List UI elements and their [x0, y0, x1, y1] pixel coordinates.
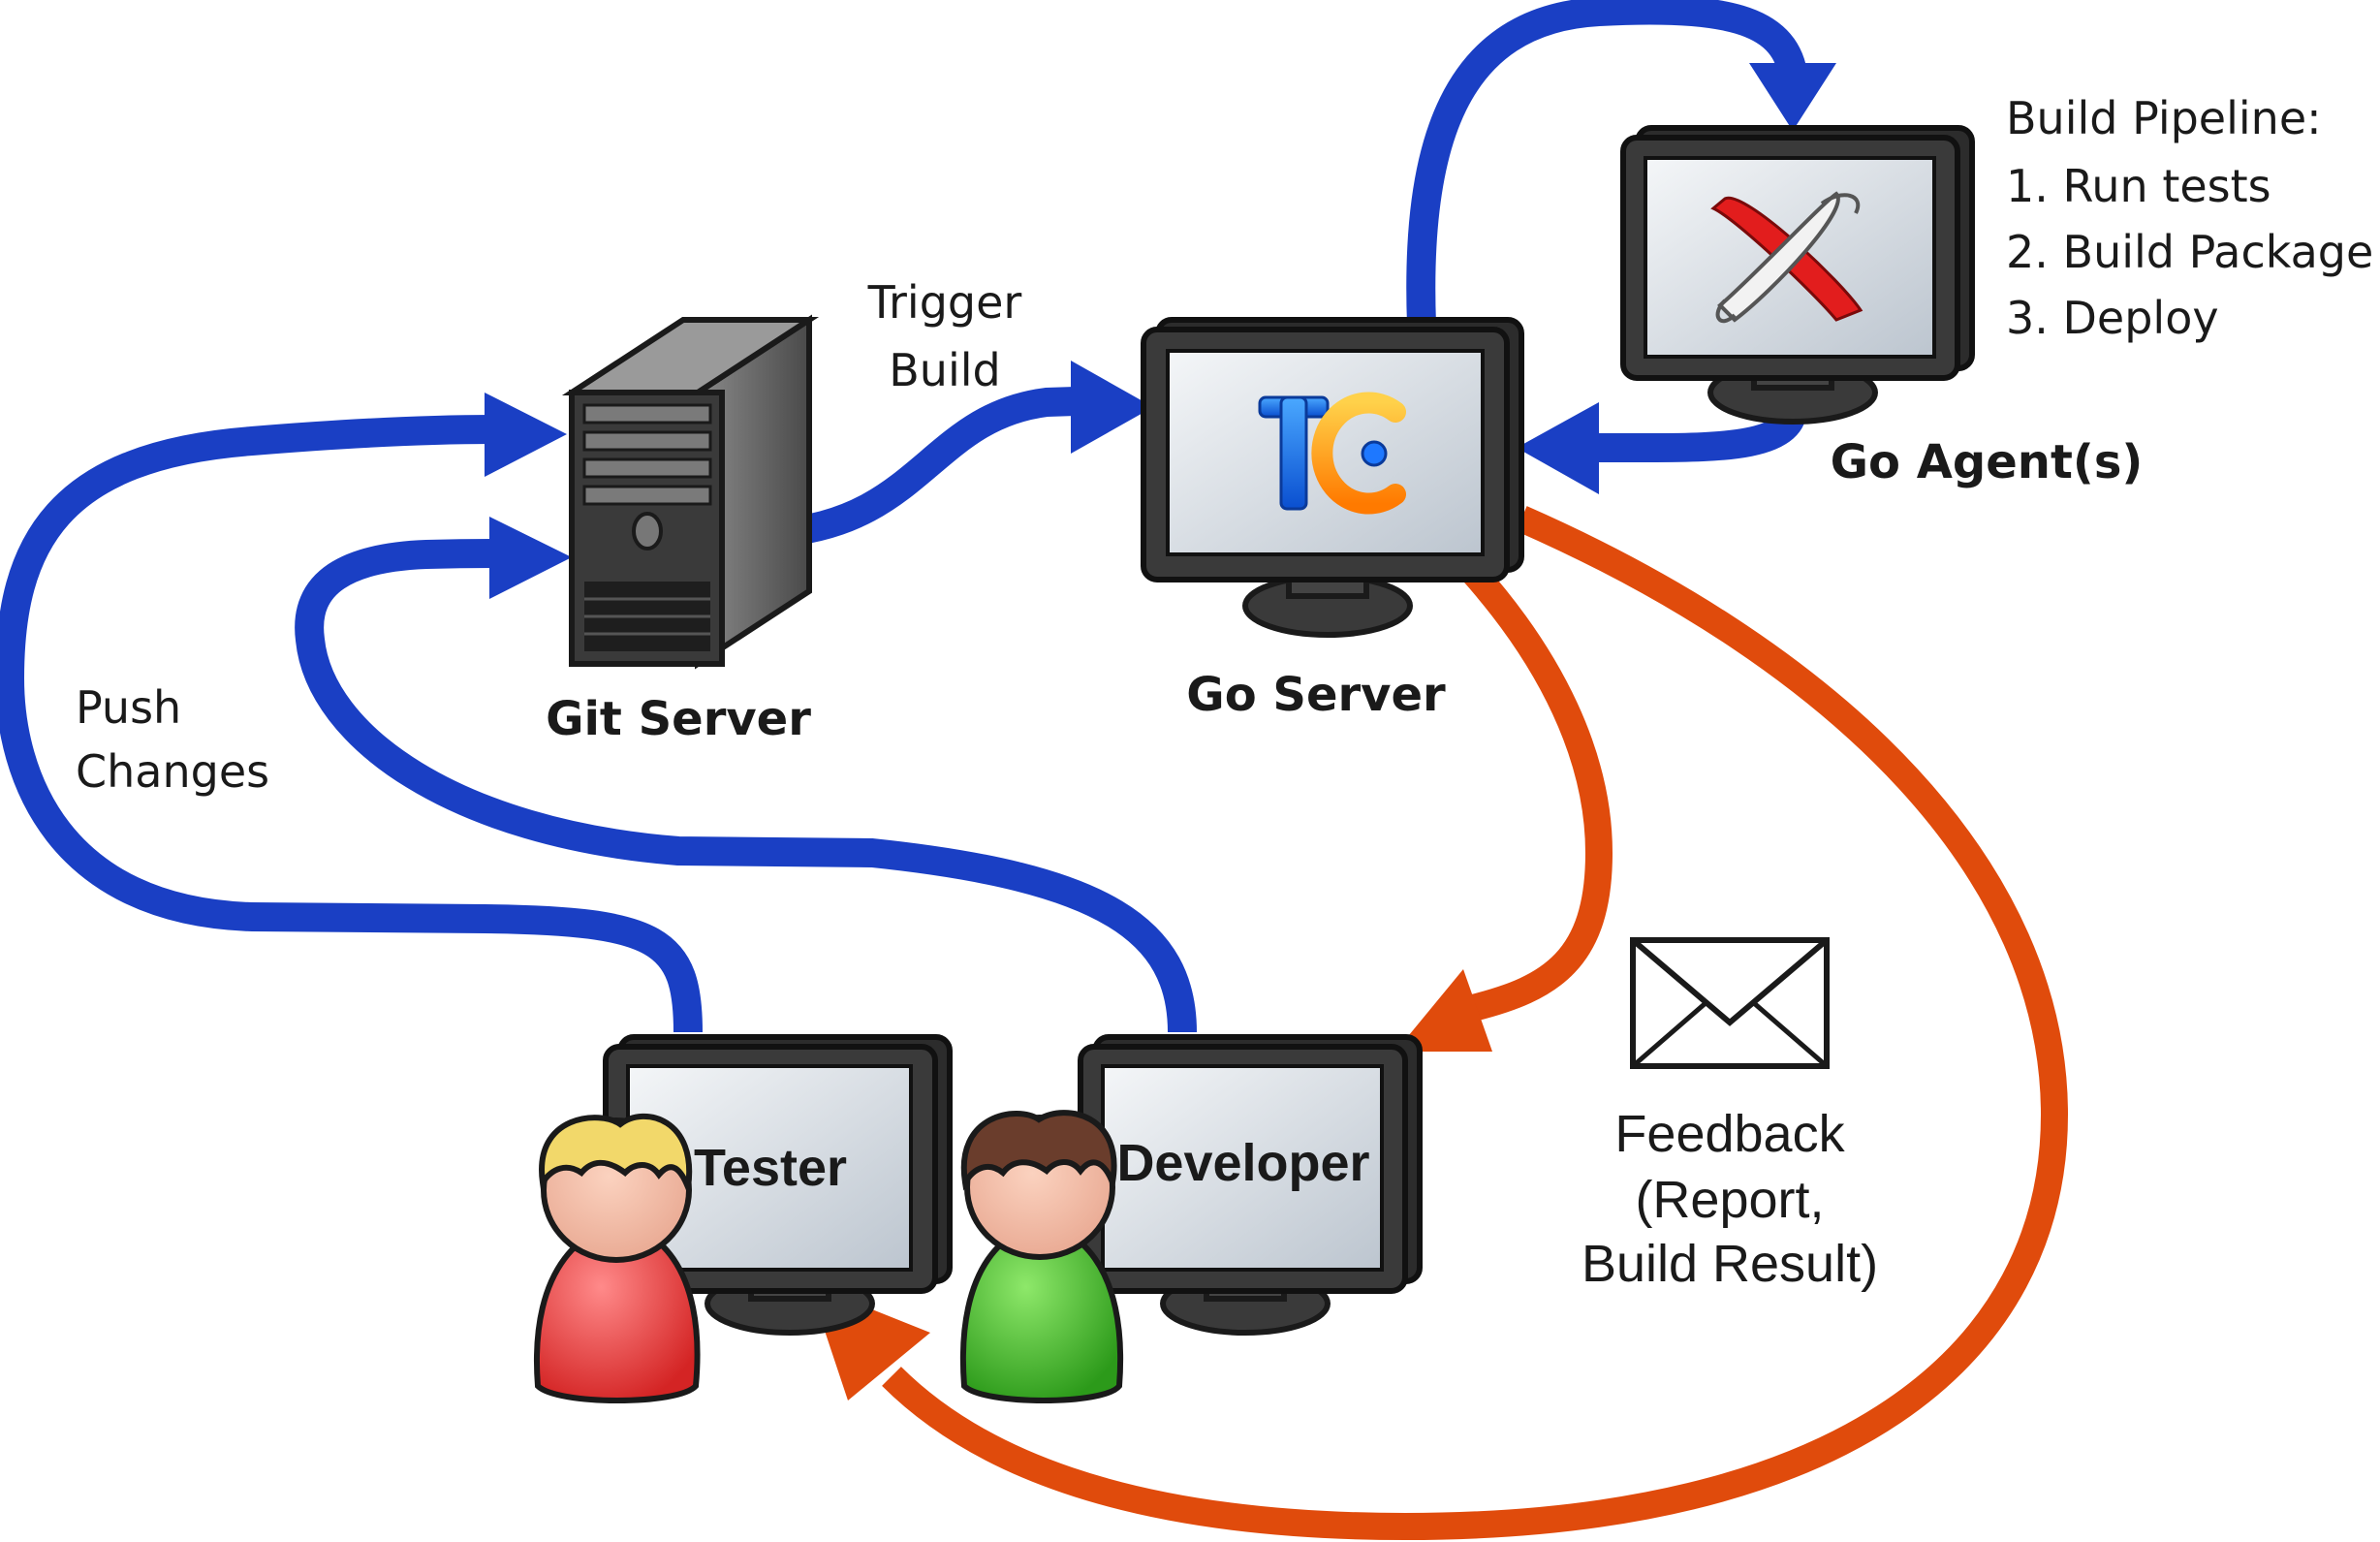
feedback-developer-arrowhead: [1395, 969, 1492, 1052]
pipeline-step-2: 2. Build Package: [2006, 226, 2373, 278]
feedback-developer-arrow: [1450, 562, 1613, 1026]
pipeline-step-1: 1. Run tests: [2006, 160, 2271, 212]
envelope-icon: [1630, 937, 1830, 1069]
tester-label: Tester: [694, 1139, 847, 1197]
tester-push-arrowhead: [485, 393, 567, 477]
feedback-label-line1: Feedback: [1614, 1105, 1845, 1163]
build-tool-x-icon: [1710, 191, 1863, 324]
pipeline-title: Build Pipeline:: [2006, 92, 2322, 144]
developer-monitor-icon: [1078, 1034, 1423, 1336]
developer-push-arrow: [295, 539, 1197, 1033]
trigger-build-label-line1: Trigger: [867, 276, 1022, 329]
dispatch-to-agent-arrow: [1406, 0, 1807, 326]
git-server-label: Git Server: [546, 692, 811, 746]
push-changes-label-line1: Push: [76, 681, 181, 734]
trigger-build-arrow: [773, 387, 1077, 548]
feedback-label-line2: (Report,: [1635, 1171, 1824, 1229]
trigger-build-label-line2: Build: [889, 344, 1000, 396]
feedback-tester-arrow: [882, 506, 2069, 1541]
push-changes-label-line2: Changes: [76, 745, 269, 798]
developer-person-icon: [959, 1110, 1124, 1403]
go-server-label: Go Server: [1186, 668, 1446, 722]
feedback-label-line3: Build Result): [1581, 1235, 1878, 1293]
tester-person-icon: [533, 1113, 701, 1403]
developer-label: Developer: [1116, 1134, 1369, 1192]
dispatch-to-agent-arrowhead: [1749, 63, 1836, 131]
agent-result-arrowhead: [1517, 402, 1599, 494]
pipeline-step-3: 3. Deploy: [2006, 292, 2219, 344]
tester-push-arrow: [0, 415, 703, 1033]
trigger-build-arrowhead: [1071, 361, 1153, 454]
git-server-icon: [561, 314, 820, 670]
developer-push-arrowhead: [489, 517, 572, 599]
go-agents-label: Go Agent(s): [1831, 435, 2144, 489]
teamcity-logo-icon: [1258, 392, 1406, 515]
